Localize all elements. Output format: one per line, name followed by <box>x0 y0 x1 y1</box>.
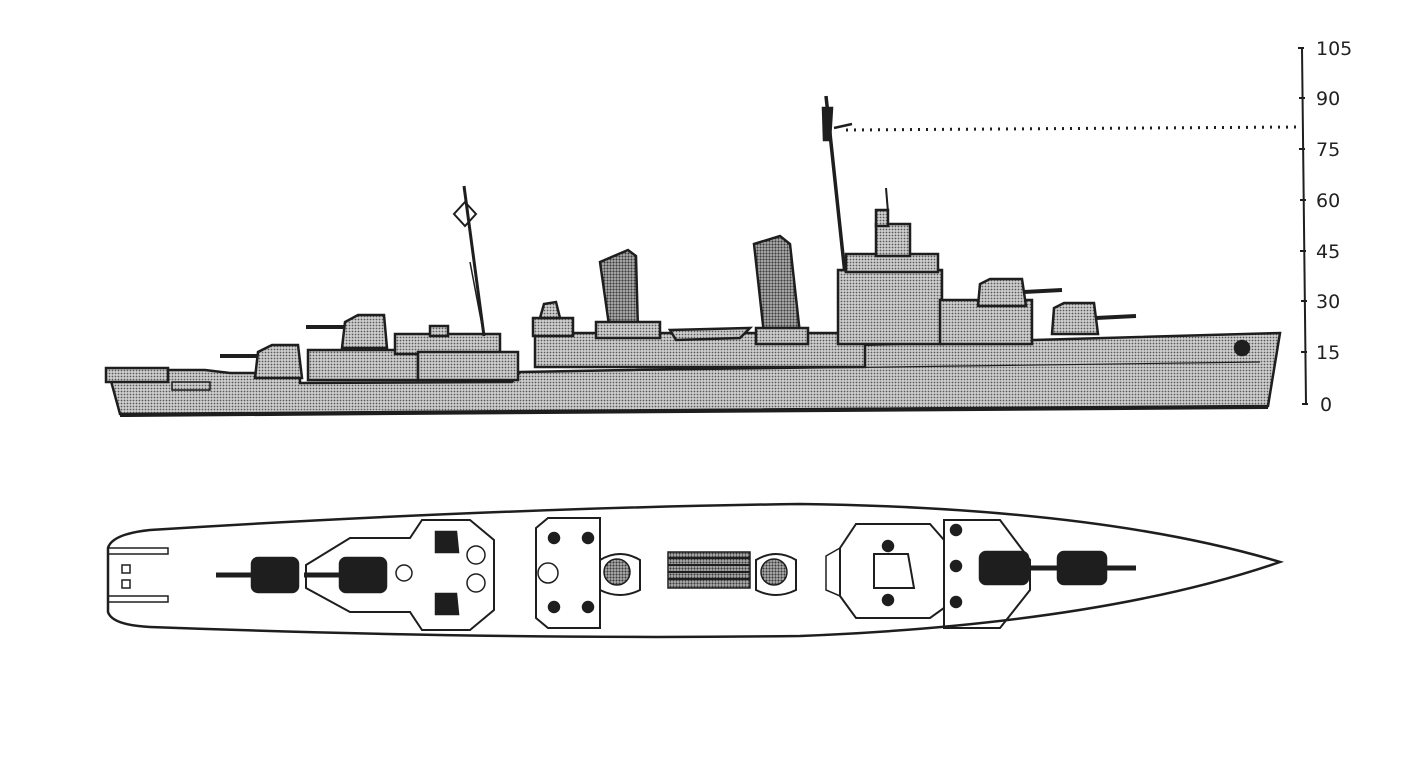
scale-label-45: 45 <box>1316 241 1340 263</box>
bridge-base <box>836 268 944 346</box>
mast-height-indicator <box>845 125 1299 132</box>
searchlight <box>538 300 562 320</box>
midships-deckhouse <box>533 331 867 369</box>
aft-gun-mount-2 <box>340 313 389 350</box>
plan-40mm-mount-1 <box>434 530 460 554</box>
mainmast-radar <box>452 200 478 228</box>
forward-funnel <box>598 248 640 334</box>
funnel-base-1 <box>594 320 662 340</box>
stern-depth-charge-2 <box>121 579 131 589</box>
stern-fitting <box>171 381 211 391</box>
plan-midships-gun-1 <box>547 531 561 545</box>
plan-forward-gun-2 <box>978 550 1030 586</box>
stern-depth-charge-1 <box>121 564 131 574</box>
forward-superfiring-base <box>938 298 1034 346</box>
stern-deckhouse <box>104 366 170 384</box>
plan-40mm-mount-2 <box>434 592 460 616</box>
plan-midships-platform <box>535 517 601 629</box>
director-top <box>874 208 890 228</box>
scale-ticks <box>1298 47 1308 405</box>
bow-anchor-mark <box>1233 339 1251 357</box>
stern-rails-upper <box>107 547 169 555</box>
plan-forward-gun-1 <box>1056 550 1108 586</box>
searchlight-platform <box>531 316 575 338</box>
scale-label-0: 0 <box>1320 394 1332 416</box>
plan-fwd-gun-tub-2 <box>949 559 963 573</box>
forward-gun-mount-1 <box>1050 301 1100 336</box>
plan-midships-gun-3 <box>547 600 561 614</box>
plan-forward-deckhouse <box>943 519 1031 629</box>
plan-funnel-aft <box>599 553 641 596</box>
stern-rails-lower <box>107 595 169 603</box>
deck-edge-line <box>519 361 1261 373</box>
mainmast-strut <box>469 261 485 337</box>
plan-funnel-aft-cap <box>603 558 631 586</box>
forward-gun-barrel-1 <box>1095 314 1137 320</box>
torpedo-tubes <box>667 326 754 342</box>
bridge-mast <box>885 187 889 213</box>
scale-label-105: 105 <box>1316 38 1352 60</box>
foremast-yard <box>833 122 853 130</box>
plan-midships-gun-2 <box>581 531 595 545</box>
plan-midships-gun-4 <box>581 600 595 614</box>
plan-fwd-gun-tub-1 <box>949 523 963 537</box>
plan-bridge-gun-2 <box>881 593 895 607</box>
scale-label-15: 15 <box>1316 342 1340 364</box>
forward-gun-barrel-2 <box>1023 288 1063 294</box>
scale-label-90: 90 <box>1316 88 1340 110</box>
scale-label-75: 75 <box>1316 139 1340 161</box>
plan-aft-deckhouse <box>305 519 495 631</box>
plan-aft-gun-2 <box>338 556 388 594</box>
plan-funnel-fwd <box>755 553 797 596</box>
plan-bridge-gun-1 <box>881 539 895 553</box>
plan-director <box>873 553 916 589</box>
aft-director <box>428 324 450 338</box>
foremast-radar <box>821 106 834 142</box>
plan-torpedo-lines <box>668 557 750 580</box>
mainmast <box>462 185 486 337</box>
plan-funnel-fwd-cap <box>760 558 788 586</box>
after-funnel <box>752 234 802 336</box>
plan-fwd-gun-tub-3 <box>949 595 963 609</box>
plan-view <box>106 502 1285 639</box>
aft-gun-mount-1 <box>253 343 304 380</box>
plan-aft-searchlight <box>395 564 413 582</box>
plan-director-1 <box>466 545 486 565</box>
plan-director-2 <box>466 573 486 593</box>
director-tower <box>874 222 912 258</box>
waterline <box>119 405 1269 417</box>
scale-axis <box>1301 47 1307 405</box>
funnel-base-2 <box>754 326 810 346</box>
scale-label-30: 30 <box>1316 291 1340 313</box>
plan-aft-gun-1 <box>250 556 300 594</box>
aft-deckhouse-lower <box>416 350 520 382</box>
forward-gun-mount-2 <box>976 277 1028 308</box>
scale-label-60: 60 <box>1316 190 1340 212</box>
plan-bridge-wings <box>825 546 841 598</box>
height-scale: 105 90 75 60 45 30 15 0 <box>1298 38 1352 416</box>
plan-searchlight-mid <box>537 562 559 584</box>
side-elevation <box>104 95 1282 417</box>
